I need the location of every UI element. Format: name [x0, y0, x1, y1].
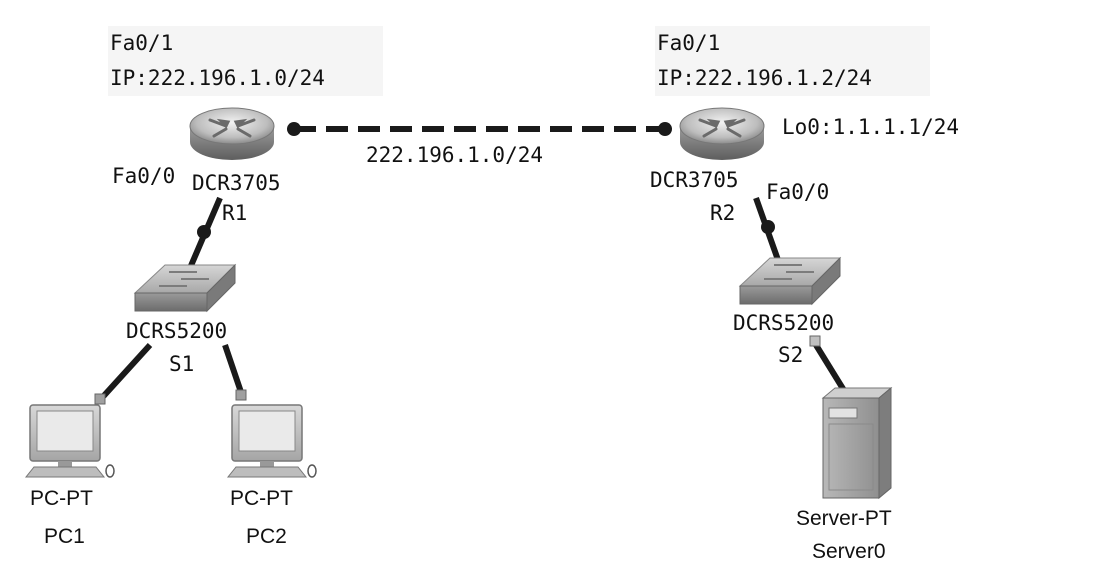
link-s1-pc1[interactable]	[97, 342, 153, 403]
pc1-mouse	[105, 464, 115, 478]
s2-name-label: S2	[778, 343, 803, 367]
switch-arrows-icon	[159, 271, 209, 287]
pc1-stand	[58, 461, 72, 467]
pc2-screen	[238, 410, 296, 452]
router-r1[interactable]	[189, 107, 275, 160]
link-endpoint-s2	[809, 335, 821, 347]
server0-name-label: Server0	[812, 540, 886, 563]
pc2-name-label: PC2	[246, 525, 287, 548]
r1-interface-bottom-label: Fa0/0	[112, 164, 175, 188]
router-r1-top	[189, 107, 275, 145]
server0-side	[878, 386, 892, 500]
pc1-screen	[36, 410, 94, 452]
link-s1-pc2[interactable]	[222, 344, 246, 399]
switch-s2[interactable]	[738, 256, 842, 306]
server0-panel	[828, 423, 874, 491]
pc2-mouse	[307, 464, 317, 478]
switch-s2-side	[811, 256, 841, 306]
server0-type-label: Server-PT	[796, 507, 892, 530]
link-endpoint-pc2	[235, 389, 247, 401]
link-network-label: 222.196.1.0/24	[366, 143, 543, 167]
s1-model-label: DCRS5200	[126, 319, 227, 343]
switch-s2-front	[739, 285, 813, 305]
r1-label-bg	[108, 26, 383, 96]
pc-pc1[interactable]	[24, 404, 115, 478]
pc-pc2[interactable]	[226, 404, 317, 478]
r2-interface-bottom-label: Fa0/0	[766, 180, 829, 204]
r2-loopback-label: Lo0:1.1.1.1/24	[782, 115, 959, 139]
r1-interface-top-label: Fa0/1	[110, 31, 173, 55]
r2-model-label: DCR3705	[650, 168, 739, 192]
switch-arrows-icon	[764, 264, 814, 280]
link-endpoint-r1-s1	[197, 225, 211, 239]
links	[94, 122, 848, 405]
router-icon	[698, 118, 746, 138]
switch-s1[interactable]	[133, 263, 237, 313]
router-r2-top	[679, 107, 765, 145]
s2-model-label: DCRS5200	[733, 311, 834, 335]
pc2-keyboard	[226, 466, 308, 478]
server0-drive-bay	[828, 407, 858, 419]
r2-interface-top-label: Fa0/1	[657, 31, 720, 55]
s1-name-label: S1	[169, 352, 194, 376]
link-endpoint-r1	[287, 122, 301, 136]
pc1-name-label: PC1	[44, 525, 85, 548]
pc2-stand	[260, 461, 274, 467]
r1-name-label: R1	[222, 201, 247, 225]
r1-model-label: DCR3705	[192, 171, 281, 195]
switch-s1-side	[206, 263, 236, 313]
r1-ip-label: IP:222.196.1.0/24	[110, 66, 325, 90]
r2-name-label: R2	[710, 201, 735, 225]
link-endpoint-pc1	[94, 393, 106, 405]
r2-label-bg	[655, 26, 930, 96]
switch-s1-front	[134, 292, 208, 312]
pc1-keyboard	[24, 466, 106, 478]
link-s2-server0[interactable]	[813, 343, 848, 394]
r2-ip-label: IP:222.196.1.2/24	[657, 66, 872, 90]
link-endpoint-r2	[658, 122, 672, 136]
pc1-type-label: PC-PT	[30, 487, 93, 510]
server-server0[interactable]	[821, 386, 893, 500]
link-endpoint-r2-s2	[761, 220, 775, 234]
router-r2[interactable]	[679, 107, 765, 160]
router-icon	[208, 118, 256, 138]
pc2-type-label: PC-PT	[230, 487, 293, 510]
